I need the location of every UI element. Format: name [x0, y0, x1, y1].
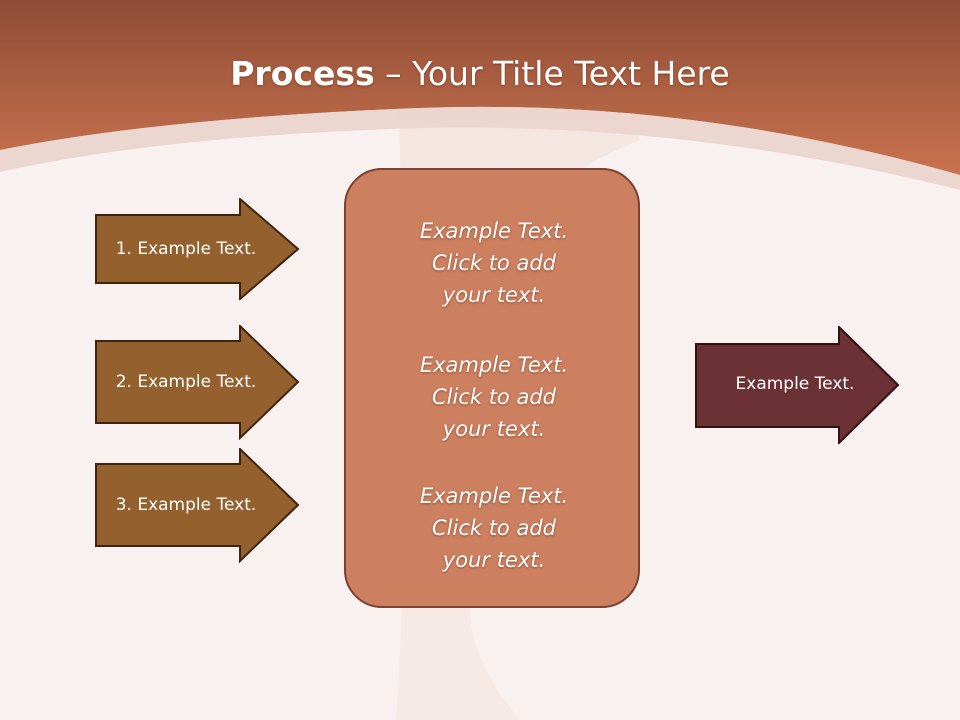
center-text-block-2: Example Text. Click to add your text. [346, 349, 642, 445]
center-text-1-line-1: Example Text. [419, 219, 569, 243]
center-text-block-1: Example Text. Click to add your text. [346, 215, 642, 311]
step-arrow-1[interactable]: 1. Example Text. [95, 198, 300, 300]
center-text-1-line-2: Click to add [431, 251, 556, 275]
result-arrow[interactable]: Example Text. [695, 326, 900, 444]
center-text-2-line-2: Click to add [431, 385, 556, 409]
step-arrow-3-label: 3. Example Text. [115, 495, 257, 515]
title-rest: Your Title Text Here [412, 54, 730, 93]
page-title: Process – Your Title Text Here [0, 52, 960, 96]
center-text-3-line-2: Click to add [431, 516, 556, 540]
center-text-3-line-3: your text. [442, 548, 546, 572]
step-arrow-2-shape [95, 325, 300, 440]
step-arrow-2[interactable]: 2. Example Text. [95, 325, 300, 440]
step-arrow-1-shape [95, 198, 300, 300]
center-text-1-line-3: your text. [442, 283, 546, 307]
result-arrow-label: Example Text. [735, 374, 855, 394]
header-swoosh [0, 106, 960, 190]
center-text-2-line-3: your text. [442, 417, 546, 441]
step-arrow-1-label: 1. Example Text. [115, 239, 257, 259]
title-dash: – [374, 54, 413, 93]
title-bold: Process [230, 54, 375, 93]
step-arrow-3[interactable]: 3. Example Text. [95, 448, 300, 563]
result-arrow-shape [695, 326, 900, 444]
step-arrow-2-label: 2. Example Text. [115, 372, 257, 392]
center-text-block-3: Example Text. Click to add your text. [346, 480, 642, 576]
center-text-3-line-1: Example Text. [419, 484, 569, 508]
step-arrow-3-shape [95, 448, 300, 563]
center-text-2-line-1: Example Text. [419, 353, 569, 377]
center-text-box[interactable]: Example Text. Click to add your text. Ex… [344, 168, 640, 608]
